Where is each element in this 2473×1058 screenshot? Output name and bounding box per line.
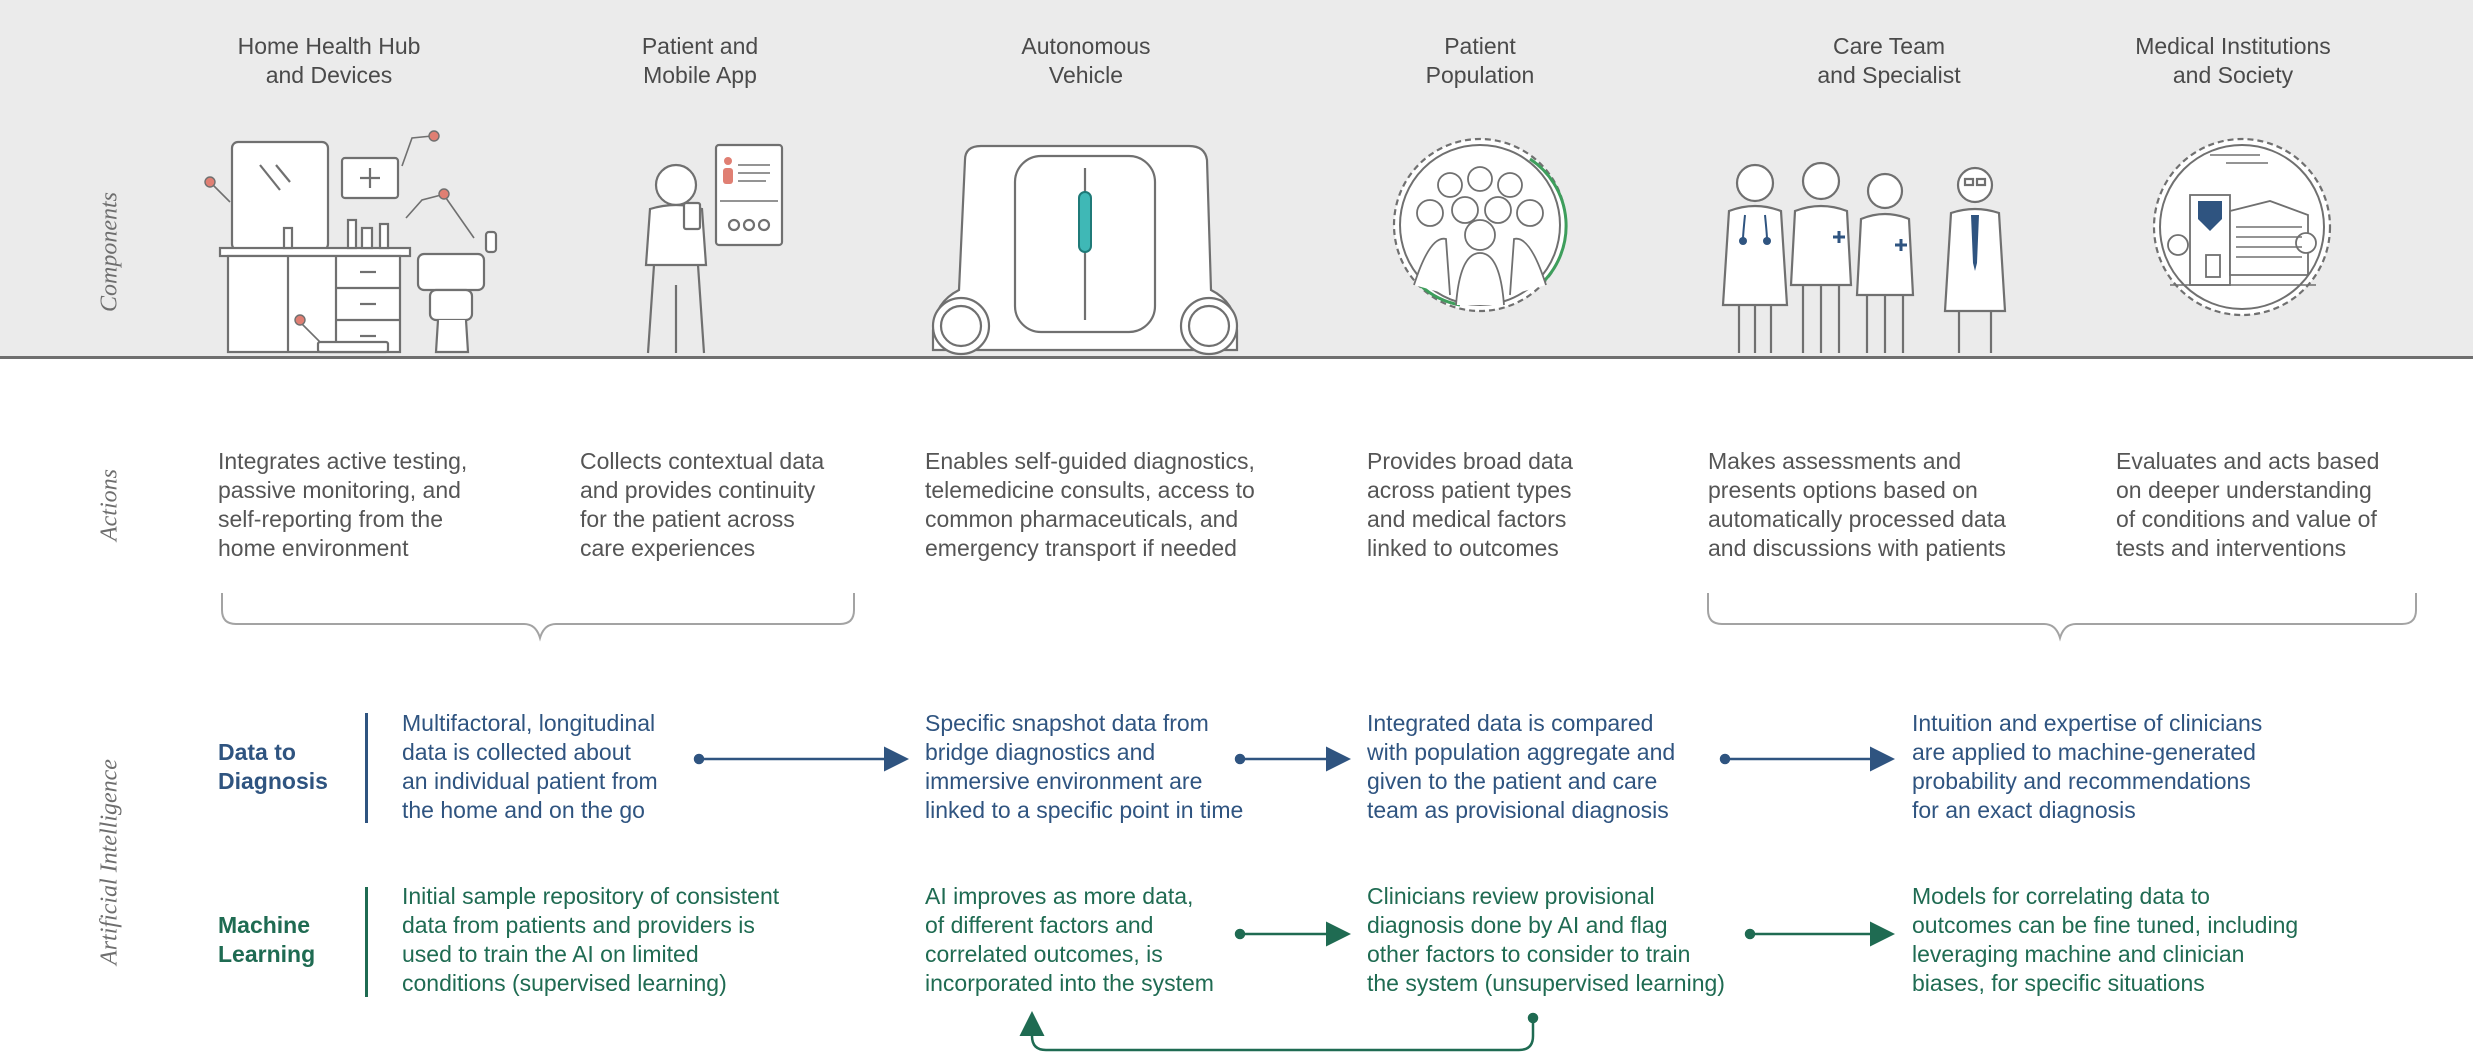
diagnosis-step-2: Specific snapshot data from bridge diagn… — [925, 710, 1244, 823]
learning-step-4: Models for correlating data to outcomes … — [1912, 883, 2299, 996]
component-title-institutions: Medical Institutions and Society — [2135, 33, 2331, 88]
action-institutions: Evaluates and acts based on deeper under… — [2116, 448, 2380, 561]
patient-population-icon — [1392, 137, 1568, 313]
action-population: Provides broad data across patient types… — [1367, 448, 1573, 561]
patient-with-phone-icon — [644, 143, 784, 354]
component-title-home-hub: Home Health Hub and Devices — [237, 33, 421, 88]
learning-step-2: AI improves as more data, of different f… — [925, 883, 1214, 996]
left-brace — [221, 593, 855, 642]
learning-step-3: Clinicians review provisional diagnosis … — [1367, 883, 1725, 996]
right-brace — [1707, 593, 2417, 642]
ai-label-machine-learning: Machine Learning — [218, 912, 316, 967]
home-health-hub-icon — [204, 130, 498, 354]
autonomous-vehicle-icon — [931, 144, 1239, 356]
action-care-team: Makes assessments and presents options b… — [1708, 448, 2006, 561]
components-baseline — [0, 356, 2473, 359]
diagnosis-arrows — [693, 746, 1895, 772]
diagnosis-step-1: Multifactoral, longitudinal data is coll… — [402, 710, 658, 823]
component-title-care-team: Care Team and Specialist — [1817, 33, 1961, 88]
care-team-icon — [1721, 161, 2007, 353]
component-title-vehicle: Autonomous Vehicle — [1021, 33, 1151, 88]
learning-step-1: Initial sample repository of consistent … — [402, 883, 780, 996]
ai-label-data-to-diagnosis: Data to Diagnosis — [218, 739, 328, 794]
action-patient-app: Collects contextual data and provides co… — [580, 448, 825, 561]
machine-learning-bar — [365, 887, 368, 997]
action-vehicle: Enables self-guided diagnostics, telemed… — [925, 448, 1255, 561]
data-to-diagnosis-bar — [365, 713, 368, 823]
actions-braces — [221, 593, 2417, 642]
hospital-building-icon — [2152, 137, 2332, 317]
component-title-population: Patient Population — [1425, 33, 1535, 88]
learning-arrows — [1019, 921, 1895, 1052]
components-band — [0, 0, 2473, 358]
diagnosis-step-3: Integrated data is compared with populat… — [1367, 710, 1676, 823]
component-title-patient-app: Patient and Mobile App — [641, 33, 759, 88]
diagnosis-step-4: Intuition and expertise of clinicians ar… — [1912, 710, 2263, 823]
action-home-hub: Integrates active testing, passive monit… — [218, 448, 468, 561]
